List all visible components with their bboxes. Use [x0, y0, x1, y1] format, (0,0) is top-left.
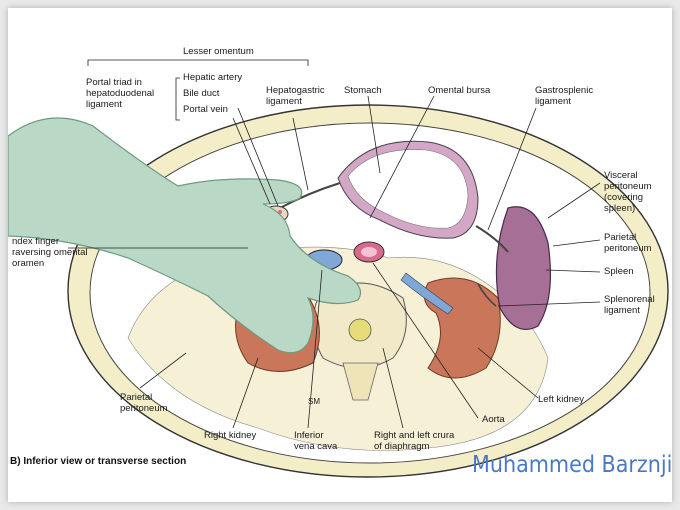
- label-parietal-peritoneum-left: Parietal peritoneum: [120, 392, 168, 414]
- aorta-leader: [372, 262, 479, 419]
- portal-triad-brace: [175, 77, 180, 121]
- left-kidney-leader: [477, 347, 539, 399]
- watermark: Muhammed Barznji: [472, 452, 672, 478]
- omental-bursa-leader: [369, 95, 435, 219]
- portal-triad-leader-2: [237, 107, 279, 207]
- label-visceral-peritoneum: Visceral peritoneum (covering spleen): [604, 170, 654, 214]
- aorta-lumen: [361, 247, 377, 257]
- hepatogastric-ligament: [279, 182, 341, 209]
- label-aorta: Aorta: [482, 414, 505, 425]
- spleen: [495, 206, 552, 330]
- parietal-peritoneum-right-leader: [552, 239, 601, 247]
- crura-leader: [382, 347, 404, 429]
- label-bile-duct: Bile duct: [183, 88, 220, 99]
- label-right-kidney: Right kidney: [204, 430, 257, 441]
- gastrosplenic-ligament: [475, 225, 509, 253]
- examiner-hand: [8, 117, 361, 354]
- splenorenal-leader: [497, 301, 601, 307]
- label-crura: Right and left crura of diaphragm: [374, 430, 457, 452]
- label-spleen: Spleen: [604, 266, 634, 277]
- label-portal-vein: Portal vein: [183, 104, 228, 115]
- figure-caption: B) Inferior view or transverse section: [10, 456, 186, 467]
- ivc-leader: [307, 269, 323, 429]
- label-omental-bursa: Omental bursa: [428, 85, 491, 96]
- hepatogastric-leader: [292, 117, 309, 191]
- gastrosplenic-leader: [487, 107, 537, 231]
- label-lesser-omentum: Lesser omentum: [183, 46, 254, 57]
- label-splenorenal: Splenorenal ligament: [604, 294, 657, 316]
- label-hepatogastric: Hepatogastric ligament: [266, 85, 327, 107]
- lesser-omentum-bracket: [87, 59, 309, 66]
- label-hepatic-artery: Hepatic artery: [183, 72, 242, 83]
- left-renal-vein: [400, 272, 454, 315]
- spinal-cord: [348, 318, 372, 342]
- label-sm: SM: [308, 397, 320, 406]
- label-left-kidney: Left kidney: [538, 394, 584, 405]
- label-index-finger: ndex finger raversing omental oramen: [12, 236, 90, 269]
- label-parietal-peritoneum-right: Parietal peritoneum: [604, 232, 652, 254]
- label-portal-triad: Portal triad in hepatoduodenal ligament: [86, 77, 157, 110]
- stomach-leader: [367, 95, 381, 174]
- right-kidney-leader: [232, 357, 259, 429]
- parietal-peritoneum-left-leader: [139, 352, 187, 389]
- label-stomach: Stomach: [344, 85, 382, 96]
- portal-triad-leader-1: [232, 117, 271, 205]
- spleen-leader: [545, 269, 601, 273]
- visceral-peritoneum-leader: [547, 182, 601, 219]
- spinous-process: [342, 362, 379, 401]
- splenorenal-ligament: [477, 283, 497, 307]
- diagram: Lesser omentum Portal triad in hepatoduo…: [8, 46, 672, 478]
- label-gastrosplenic: Gastrosplenic ligament: [535, 85, 596, 107]
- label-inferior-vena-cava: Inferior vena cava: [294, 430, 338, 452]
- slide: Lesser omentum Portal triad in hepatoduo…: [8, 8, 672, 502]
